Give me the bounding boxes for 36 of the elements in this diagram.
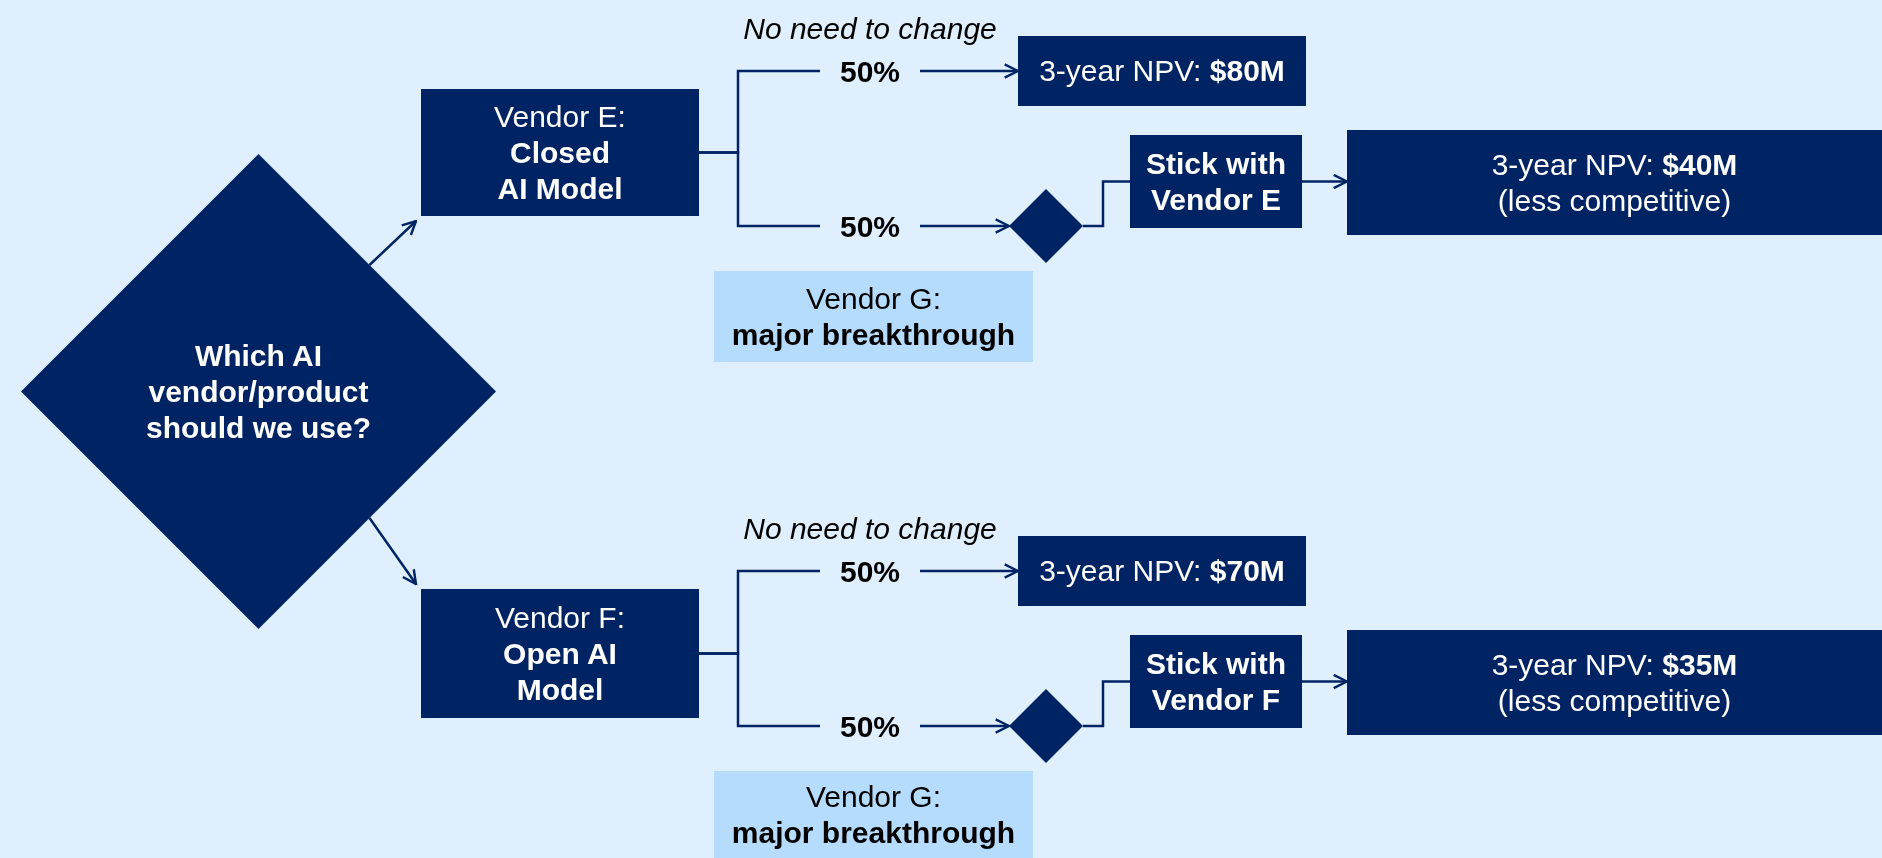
box-text: major breakthrough (731, 316, 1016, 353)
connector-arrow (368, 219, 418, 266)
outcome-box (1018, 536, 1306, 606)
box-text: Vendor E: (494, 98, 626, 135)
box-text: major breakthrough (731, 814, 1016, 851)
box-text: Vendor G: (805, 280, 942, 317)
box-text: 3-year NPV: $40M (1491, 146, 1738, 183)
box-text: 3-year NPV: $35M (1491, 646, 1738, 683)
outcome-box (1018, 36, 1306, 106)
box-text: Stick with Vendor E (1145, 145, 1287, 218)
box-text: 3-year NPV: $80M (1039, 53, 1285, 89)
option-box (421, 89, 699, 216)
decision-box (1130, 635, 1302, 728)
box-text: Stick with Vendor F (1145, 645, 1287, 718)
connector-arrow (1302, 673, 1349, 690)
option-box (421, 589, 699, 718)
connector-arrow (1302, 173, 1349, 190)
box-text: Open AI Model (502, 635, 618, 708)
box-text: Closed AI Model (496, 134, 624, 207)
decision-diamond (21, 154, 496, 629)
outcome-box (1347, 130, 1882, 235)
connector-arrow (368, 517, 418, 586)
branch-note: No need to change (742, 11, 998, 47)
box-text: 3-year NPV: $70M (1039, 553, 1285, 589)
outcome-box (1347, 630, 1882, 735)
decision-box (1130, 135, 1302, 228)
box-text: Vendor G: (805, 778, 942, 815)
box-text: (less competitive) (1497, 182, 1732, 219)
diamond-shape (1009, 689, 1083, 763)
box-text: Vendor F: (494, 599, 626, 636)
diamond-shape (1009, 189, 1083, 263)
event-box (714, 771, 1033, 858)
question-text: Which AI vendor/product should we use? (145, 337, 372, 446)
branch-note: No need to change (742, 511, 998, 547)
event-box (714, 271, 1033, 362)
box-text: (less competitive) (1497, 682, 1732, 719)
